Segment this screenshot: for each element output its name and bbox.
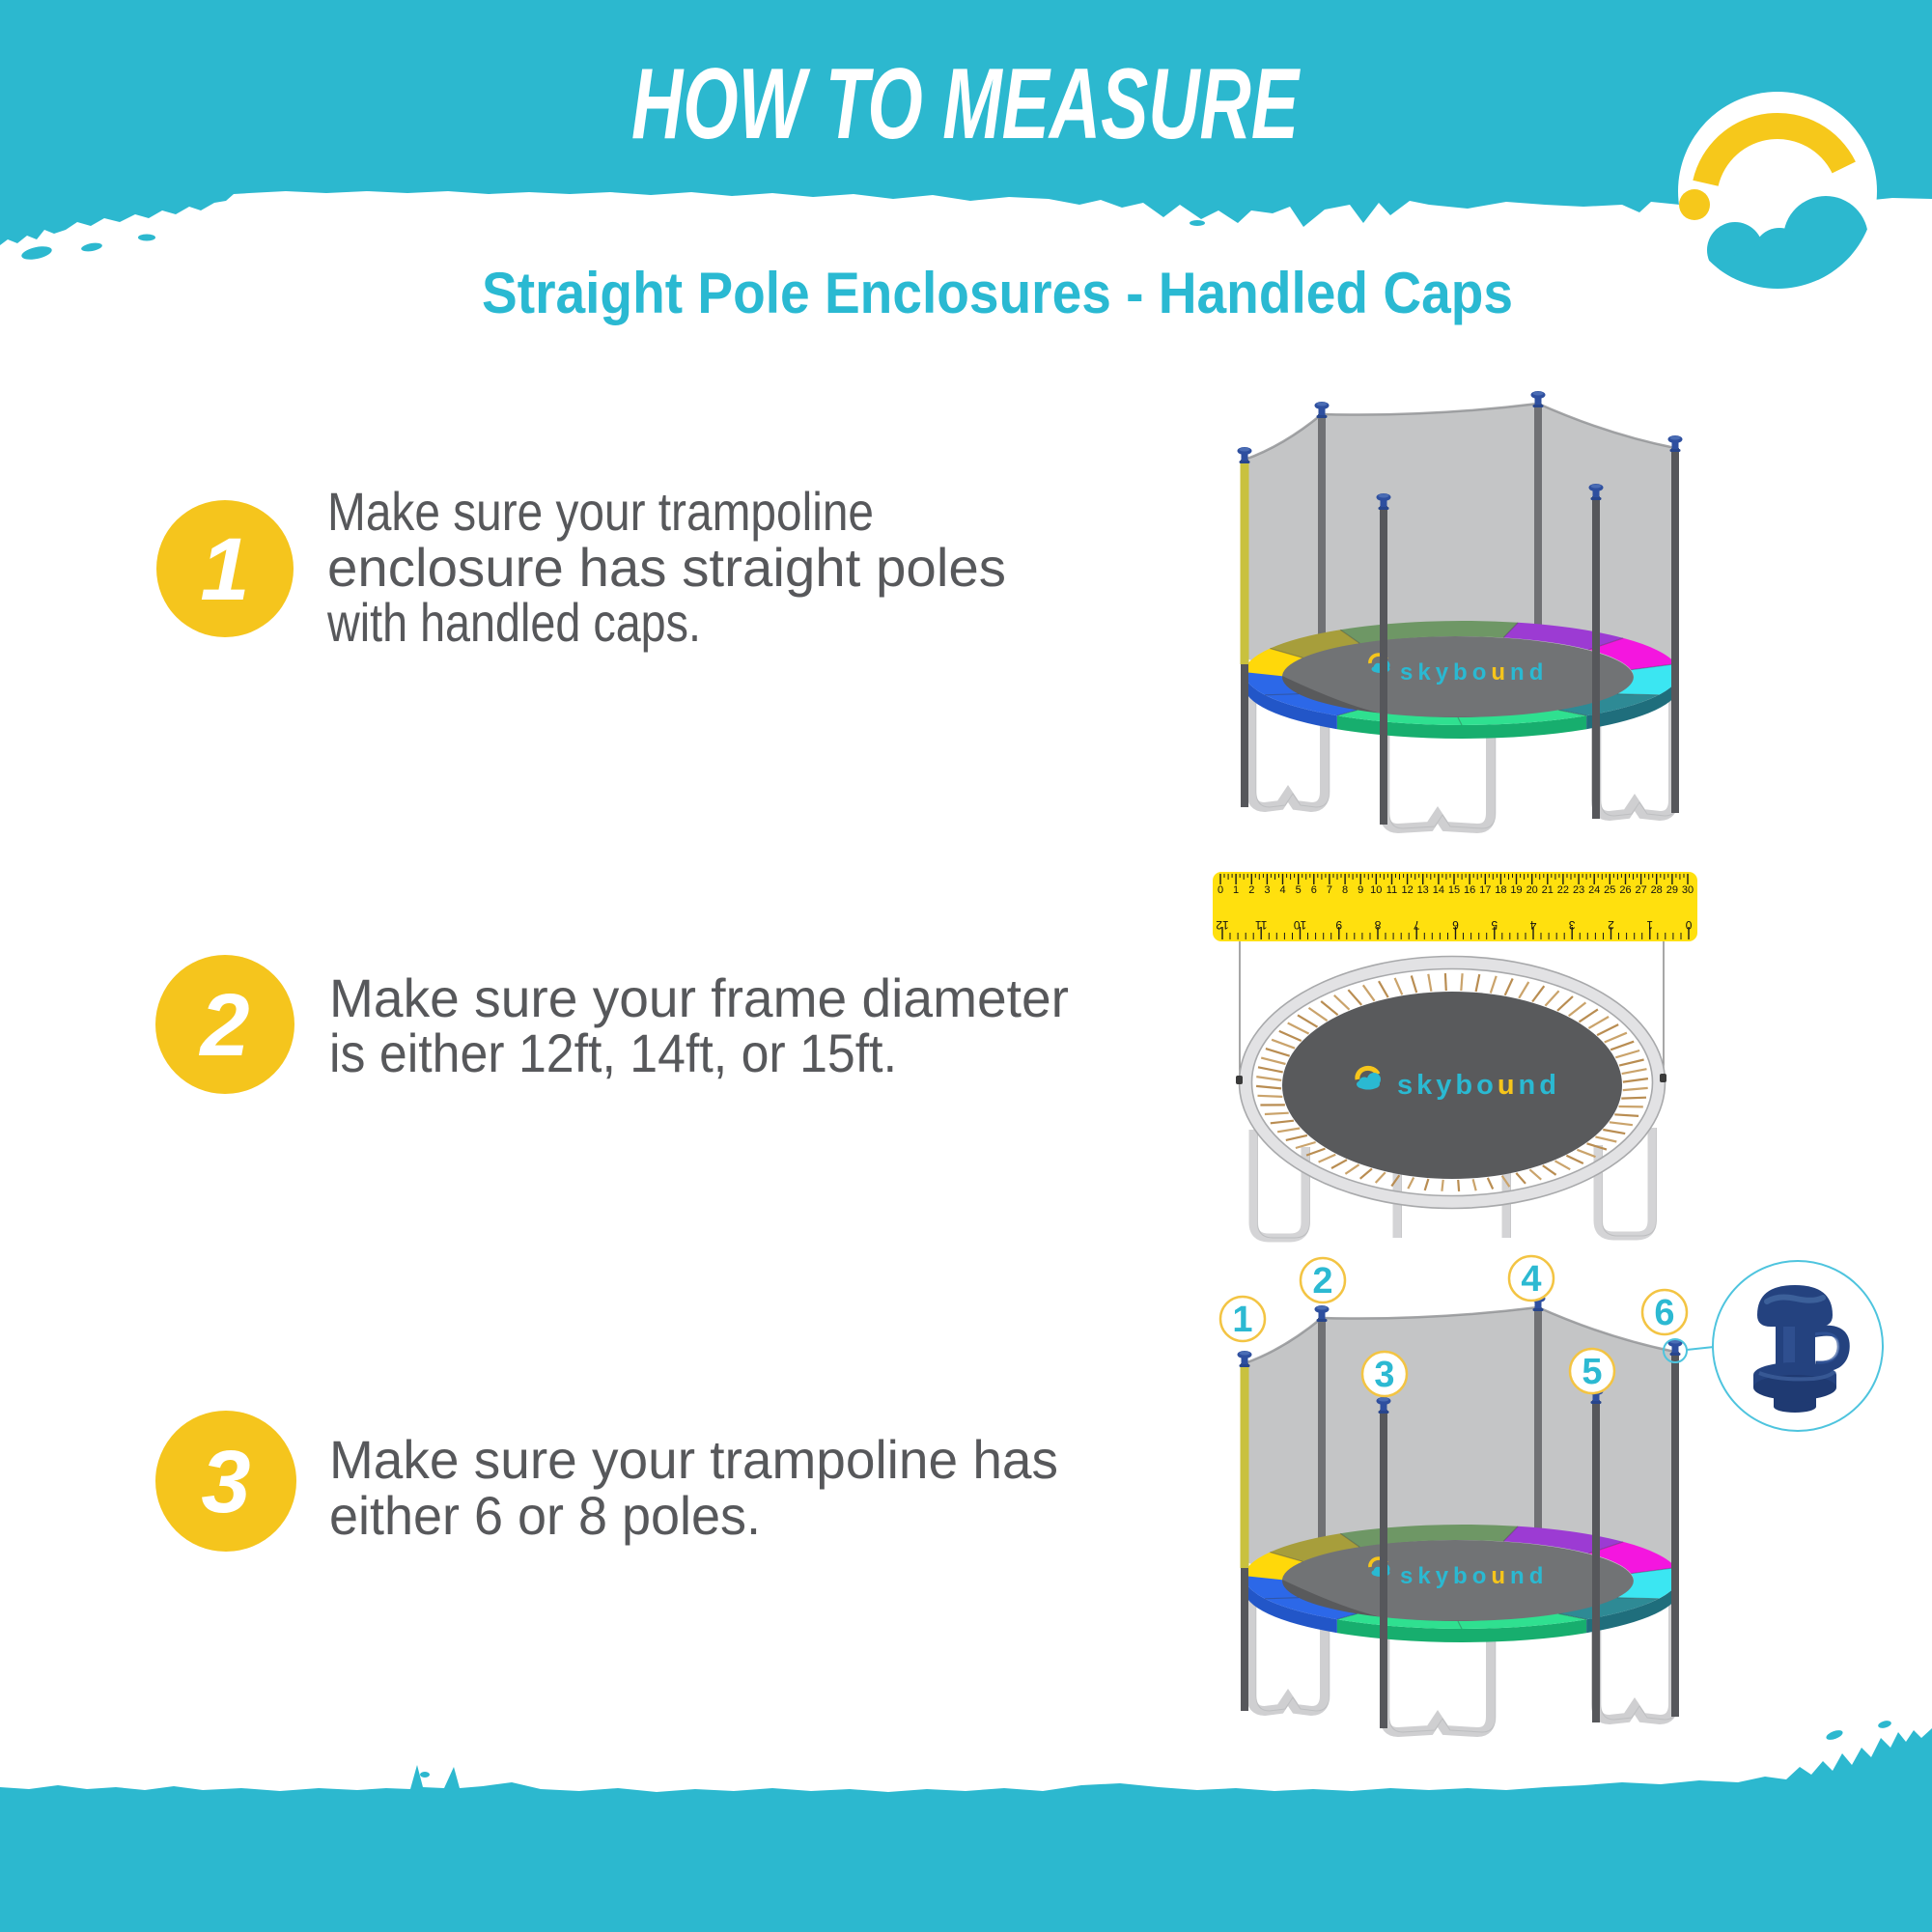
svg-text:21: 21 [1542,884,1554,896]
svg-text:is either 12ft, 14ft, or 15ft.: is either 12ft, 14ft, or 15ft. [329,1022,897,1083]
svg-text:13: 13 [1417,884,1429,896]
svg-text:3: 3 [1569,918,1576,932]
svg-text:12: 12 [1216,918,1229,932]
svg-text:0: 0 [1685,918,1692,932]
svg-text:6: 6 [1311,884,1317,896]
svg-text:9: 9 [1335,918,1342,932]
svg-text:5: 5 [1491,918,1498,932]
svg-text:2: 2 [1312,1261,1332,1302]
svg-text:0: 0 [1218,884,1223,896]
svg-text:1: 1 [1232,1300,1252,1340]
svg-text:16: 16 [1464,884,1475,896]
svg-text:11: 11 [1386,884,1397,896]
svg-text:11: 11 [1255,918,1268,932]
svg-text:Make sure your trampoline: Make sure your trampoline [327,481,874,542]
svg-text:4: 4 [1279,884,1285,896]
svg-text:with handled caps.: with handled caps. [326,592,701,653]
svg-text:8: 8 [1342,884,1348,896]
svg-text:10: 10 [1294,918,1307,932]
svg-text:19: 19 [1510,884,1522,896]
svg-text:22: 22 [1557,884,1569,896]
svg-text:HOW TO MEASURE: HOW TO MEASURE [631,48,1301,160]
svg-text:8: 8 [1374,918,1381,932]
svg-text:10: 10 [1370,884,1382,896]
svg-text:5: 5 [1296,884,1302,896]
svg-text:14: 14 [1433,884,1444,896]
svg-text:skybound: skybound [1397,1070,1560,1101]
svg-text:4: 4 [1521,1259,1541,1300]
svg-text:3: 3 [201,1433,250,1531]
svg-text:2: 2 [1248,884,1254,896]
svg-text:23: 23 [1573,884,1584,896]
svg-text:9: 9 [1358,884,1363,896]
svg-text:28: 28 [1651,884,1663,896]
svg-text:2: 2 [198,976,249,1075]
svg-text:4: 4 [1529,918,1536,932]
svg-text:17: 17 [1479,884,1491,896]
svg-text:30: 30 [1682,884,1694,896]
svg-text:7: 7 [1414,918,1420,932]
svg-text:5: 5 [1582,1352,1602,1392]
svg-text:15: 15 [1448,884,1460,896]
svg-text:12: 12 [1401,884,1413,896]
svg-text:1: 1 [200,520,249,619]
svg-text:Straight Pole Enclosures - Han: Straight Pole Enclosures - Handled Caps [482,261,1513,325]
svg-text:3: 3 [1374,1355,1394,1395]
svg-text:either 6 or 8 poles.: either 6 or 8 poles. [329,1485,761,1546]
svg-text:27: 27 [1635,884,1646,896]
svg-text:2: 2 [1608,918,1614,932]
svg-text:enclosure has straight poles: enclosure has straight poles [327,537,1006,598]
svg-text:1: 1 [1646,918,1653,932]
svg-text:Make sure your trampoline has: Make sure your trampoline has [329,1429,1058,1490]
svg-text:6: 6 [1654,1293,1674,1333]
svg-text:24: 24 [1588,884,1600,896]
svg-text:20: 20 [1526,884,1538,896]
svg-text:18: 18 [1495,884,1506,896]
svg-text:1: 1 [1233,884,1239,896]
svg-text:3: 3 [1264,884,1270,896]
svg-text:26: 26 [1619,884,1631,896]
svg-text:29: 29 [1666,884,1678,896]
svg-text:Make sure your frame diameter: Make sure your frame diameter [329,967,1069,1028]
svg-text:6: 6 [1452,918,1459,932]
svg-text:7: 7 [1327,884,1332,896]
svg-text:25: 25 [1604,884,1615,896]
